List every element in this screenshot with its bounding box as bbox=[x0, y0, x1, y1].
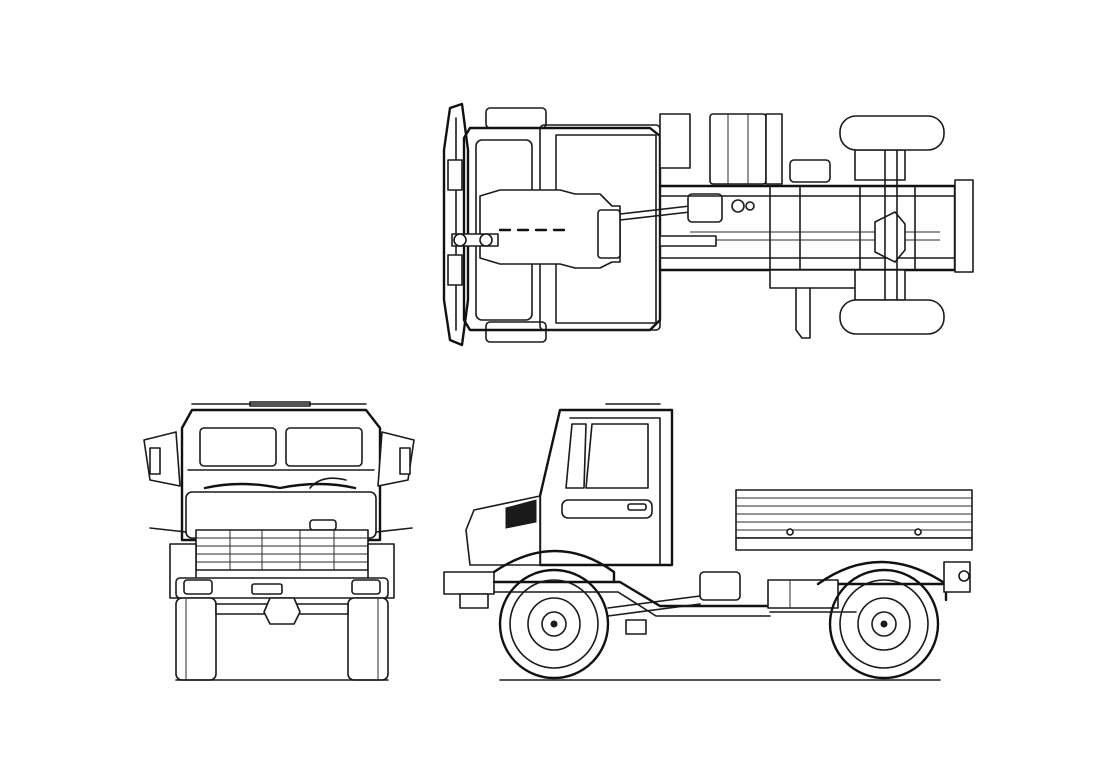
front-wheel-right bbox=[348, 598, 388, 680]
top-mirror-left bbox=[486, 108, 546, 128]
top-front-bumper bbox=[444, 104, 468, 345]
front-window-left bbox=[200, 428, 276, 466]
top-engine bbox=[480, 190, 620, 268]
front-grille bbox=[196, 530, 368, 570]
side-rear-coupling bbox=[944, 562, 970, 592]
top-rear-wheel-right bbox=[840, 300, 944, 334]
side-quarter-window bbox=[566, 424, 586, 488]
front-cab bbox=[182, 410, 380, 540]
side-rear-wheel bbox=[830, 570, 938, 678]
front-wheel-left bbox=[176, 598, 216, 680]
side-fuel-tank bbox=[768, 580, 838, 608]
front-headlamp-right bbox=[352, 580, 380, 594]
front-view bbox=[144, 402, 414, 680]
front-differential bbox=[264, 598, 300, 624]
top-fuel-tank bbox=[710, 114, 766, 184]
top-view bbox=[444, 104, 973, 345]
side-front-bumper bbox=[444, 572, 494, 594]
top-bumper-bracket bbox=[448, 160, 462, 190]
front-headlamp-left bbox=[184, 580, 212, 594]
side-window bbox=[586, 424, 648, 488]
side-door-handle bbox=[628, 504, 646, 510]
top-mirror-right bbox=[486, 322, 546, 342]
side-vent bbox=[506, 500, 536, 528]
top-rear-wheel-left bbox=[840, 116, 944, 150]
side-view bbox=[444, 404, 972, 680]
side-front-fender bbox=[494, 551, 614, 582]
side-rear-fender bbox=[818, 562, 946, 600]
top-transfer-case bbox=[688, 194, 722, 222]
top-differential bbox=[875, 212, 905, 262]
side-cab bbox=[540, 410, 672, 565]
side-front-wheel bbox=[500, 570, 608, 678]
side-transfer-case bbox=[700, 572, 740, 600]
front-window-right bbox=[286, 428, 362, 466]
top-rear-crossmember bbox=[955, 180, 973, 272]
